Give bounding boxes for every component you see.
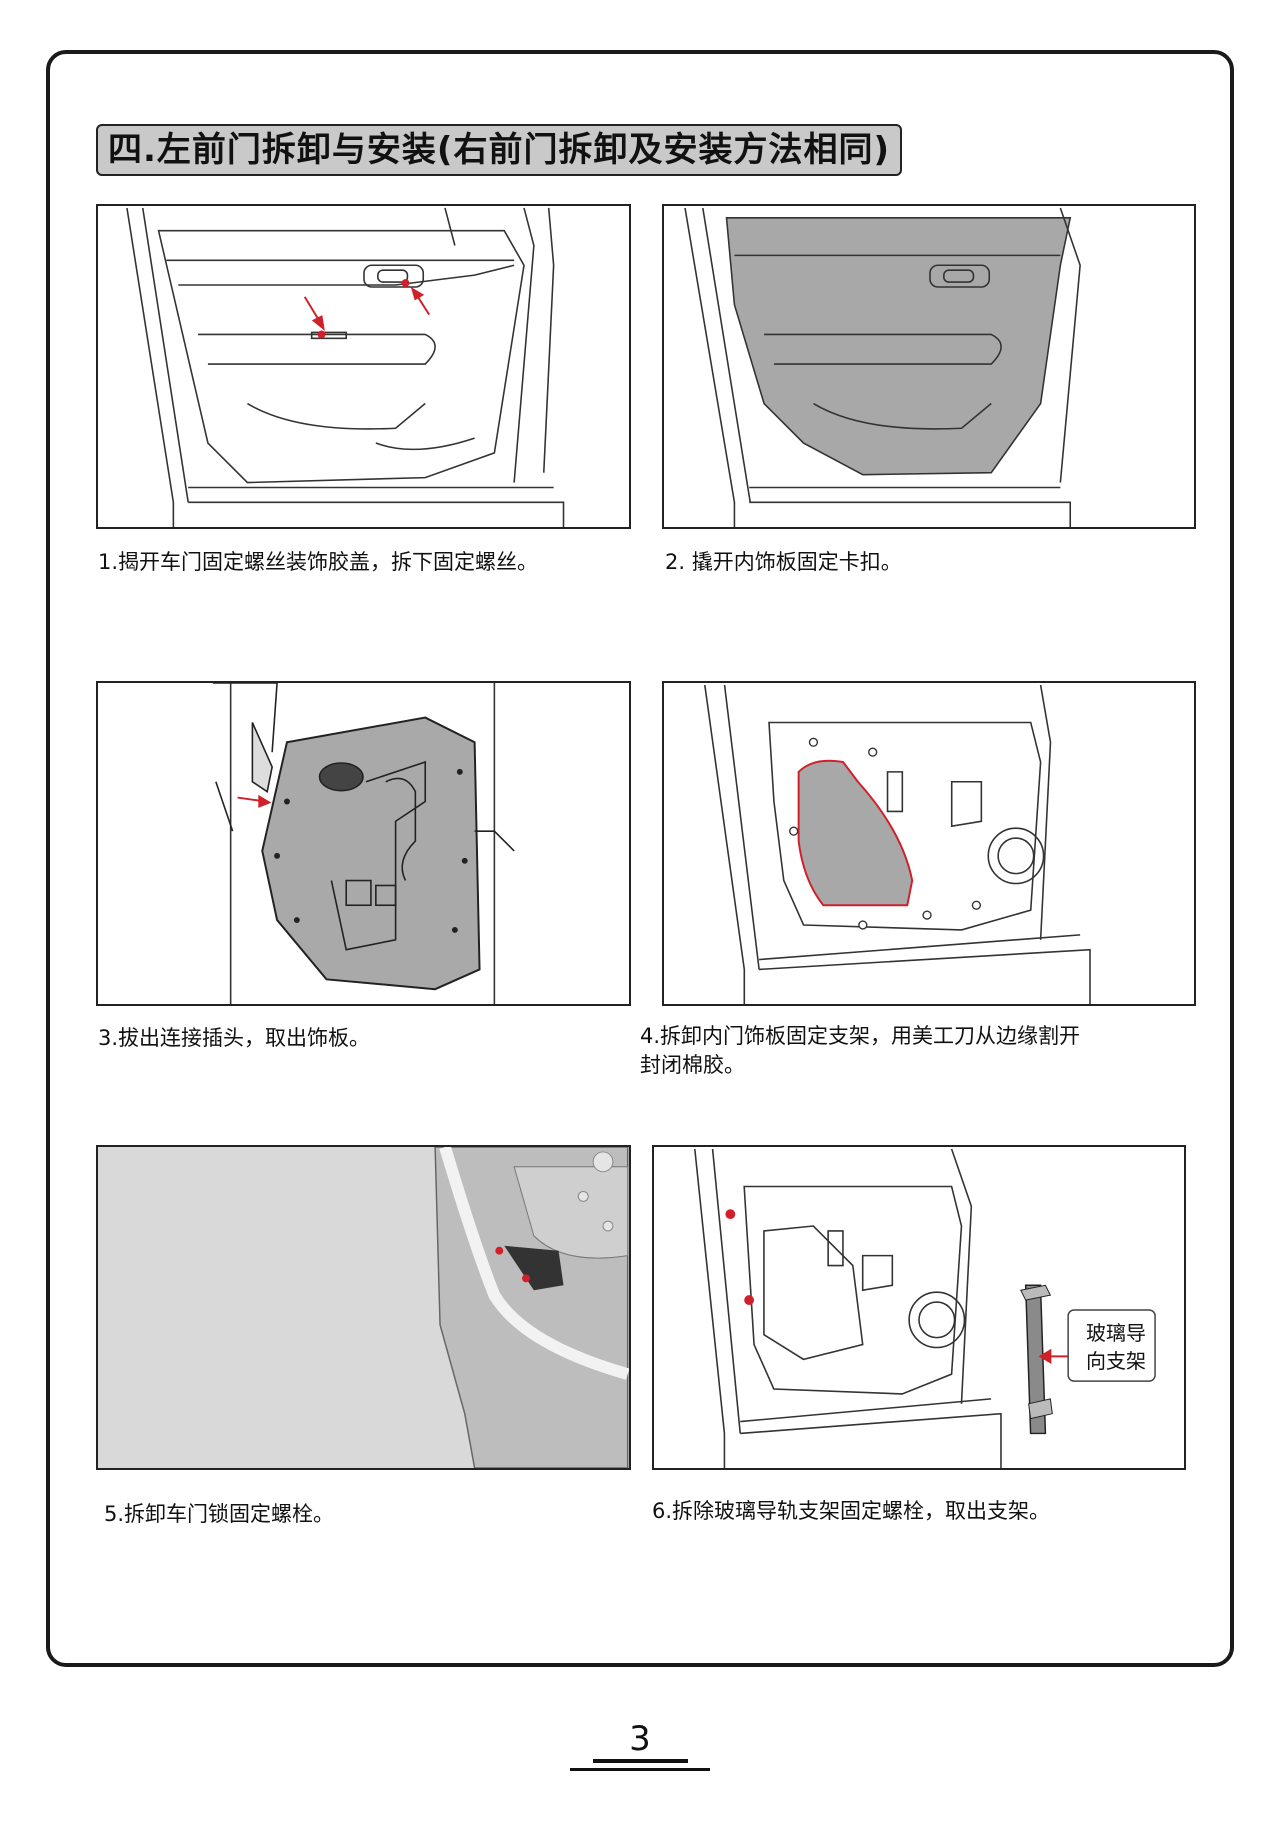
glass-guide-callout: 玻璃导 向支架 <box>1074 1319 1158 1375</box>
glass-guide-callout-line-1: 玻璃导 <box>1086 1321 1146 1345</box>
page-frame <box>46 50 1234 1667</box>
figure-step-4 <box>662 681 1196 1006</box>
door-trim-shaded-drawing <box>684 207 1081 527</box>
figure-step-1 <box>96 204 631 529</box>
section-title: 四.左前门拆卸与安装(右前门拆卸及安装方法相同) <box>96 124 902 176</box>
trim-removal-drawing <box>212 683 515 1004</box>
page-number-underline-long <box>570 1768 710 1771</box>
caption-step-1: 1.揭开车门固定螺丝装饰胶盖，拆下固定螺丝。 <box>98 550 539 574</box>
caption-step-4-line-1: 4.拆卸内门饰板固定支架，用美工刀从边缘割开 <box>640 1024 1081 1048</box>
caption-step-4-line-2: 封闭棉胶。 <box>640 1053 745 1077</box>
figure-step-2 <box>662 204 1196 529</box>
caption-step-4: 4.拆卸内门饰板固定支架，用美工刀从边缘割开 封闭棉胶。 <box>640 1022 1080 1080</box>
door-panel-drawing <box>126 207 565 527</box>
caption-step-6: 6.拆除玻璃导轨支架固定螺栓，取出支架。 <box>652 1499 1051 1523</box>
glass-guide-callout-line-2: 向支架 <box>1086 1349 1146 1373</box>
figure-step-3 <box>96 681 631 1006</box>
caption-step-2: 2. 撬开内饰板固定卡扣。 <box>665 550 902 574</box>
glass-guide-bracket-drawing <box>694 1148 1156 1468</box>
caption-step-5: 5.拆卸车门锁固定螺栓。 <box>104 1502 335 1526</box>
door-lock-photo-render <box>99 1147 629 1468</box>
page-number-underline <box>593 1759 688 1763</box>
figure-step-6: 玻璃导 向支架 <box>652 1145 1186 1470</box>
figure-step-5 <box>96 1145 631 1470</box>
caption-step-3: 3.拔出连接插头，取出饰板。 <box>98 1026 371 1050</box>
door-inner-bracket-drawing <box>704 684 1091 1004</box>
page-number: 3 <box>629 1719 651 1759</box>
